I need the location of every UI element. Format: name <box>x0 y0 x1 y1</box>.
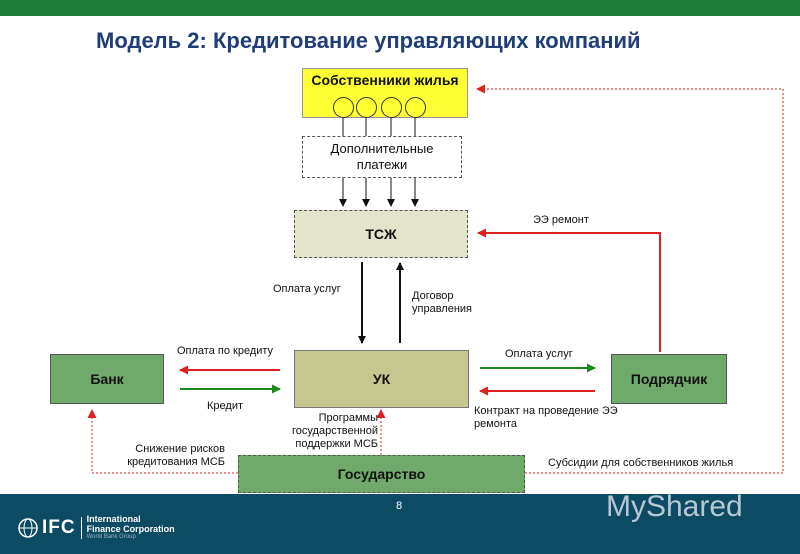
loan-payment-label: Оплата по кредиту <box>177 345 274 357</box>
uk-label: УК <box>372 371 391 387</box>
contractor-label: Подрядчик <box>630 371 708 387</box>
ifc-short: IFC <box>42 516 76 538</box>
payment-services-left-label: Оплата услуг <box>273 283 341 295</box>
ee-repair-label: ЭЭ ремонт <box>533 214 589 226</box>
credit-label: Кредит <box>207 400 244 412</box>
owner-subsidies-arrow <box>476 84 784 474</box>
ifc-logo: IFC International Finance Corporation Wo… <box>18 514 175 541</box>
owner-circles <box>333 97 433 118</box>
owner-connector-lines <box>342 116 416 136</box>
tszh-label: ТСЖ <box>365 226 397 242</box>
ifc-name-line2: Finance Corporation <box>86 524 175 534</box>
tszh-box: ТСЖ <box>294 210 468 258</box>
state-label: Государство <box>337 466 426 482</box>
footer-bar: IFC International Finance Corporation Wo… <box>0 494 800 554</box>
repair-contract-label: Контракт на проведение ЭЭ ремонта <box>474 405 618 430</box>
bank-box: Банк <box>50 354 164 404</box>
owner-circle <box>405 97 426 118</box>
globe-icon <box>18 517 38 538</box>
owner-circle <box>381 97 402 118</box>
page-number: 8 <box>396 500 403 512</box>
owner-circle <box>356 97 377 118</box>
risk-reduction-arrow <box>87 409 238 474</box>
ifc-sub: World Bank Group <box>86 534 136 540</box>
page-title: Модель 2: Кредитование управляющих компа… <box>96 28 641 53</box>
extra-payments-arrows <box>339 178 419 207</box>
watermark: MyShared <box>606 490 743 523</box>
top-bar <box>0 0 800 16</box>
logo-divider <box>80 516 82 539</box>
state-box: Государство <box>238 455 525 493</box>
extra-payments-box: Дополнительные платежи <box>302 136 462 178</box>
contractor-box: Подрядчик <box>611 354 727 404</box>
ifc-name-block: International Finance Corporation World … <box>87 514 175 541</box>
ifc-name-line1: International <box>86 514 141 524</box>
ee-repair-arrow <box>477 228 661 352</box>
uk-box: УК <box>294 350 469 408</box>
management-contract-label: Договор управления <box>412 290 472 315</box>
owner-subsidies-label: Субсидии для собственников жилья <box>548 457 734 469</box>
risk-reduction-label: Снижение рисков кредитования МСБ <box>127 443 225 468</box>
extra-payments-label: Дополнительные платежи <box>330 141 434 172</box>
bank-label: Банк <box>90 371 124 387</box>
owner-circle <box>333 97 354 118</box>
state-programs-label: Программы государственной поддержки МСБ <box>292 412 378 450</box>
owners-label: Собственники жилья <box>311 72 459 88</box>
payment-services-right-label: Оплата услуг <box>505 348 573 360</box>
